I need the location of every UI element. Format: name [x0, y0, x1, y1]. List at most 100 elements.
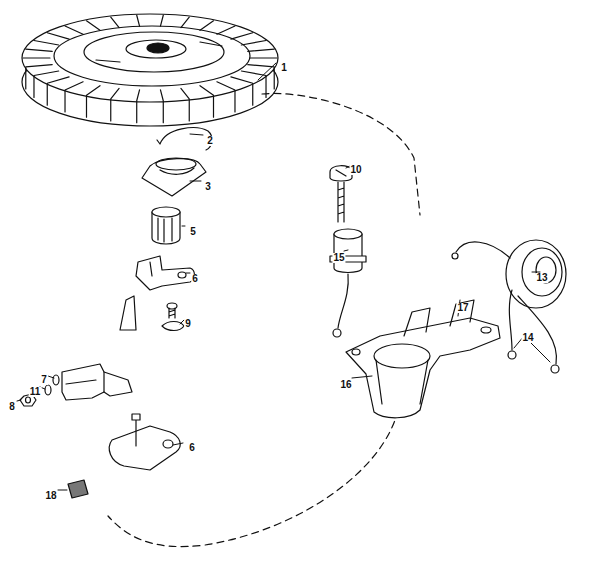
flywheel-fin	[200, 86, 214, 118]
flywheel	[22, 14, 278, 126]
flywheel-fin	[23, 15, 277, 123]
spring-wire	[157, 128, 212, 150]
base-plate	[109, 426, 180, 470]
leader-line	[186, 273, 190, 274]
callout-number: 6	[188, 443, 196, 453]
washer	[53, 375, 59, 385]
coil-bracket	[376, 360, 428, 404]
flywheel-fin	[231, 77, 253, 105]
bushing	[152, 207, 180, 244]
flywheel	[147, 43, 169, 53]
cam-cover	[142, 159, 206, 196]
ground-wire	[509, 290, 512, 350]
callout-number: 9	[184, 319, 192, 329]
callout-number: 11	[29, 387, 42, 397]
point-bracket	[62, 296, 136, 400]
leader-line	[344, 250, 348, 251]
nut	[26, 397, 31, 403]
coil-bracket	[374, 344, 430, 368]
flywheel	[126, 40, 186, 58]
screw	[338, 182, 344, 222]
felt-wick	[68, 480, 88, 498]
coil-bracket	[346, 318, 500, 418]
leader-line	[190, 181, 201, 182]
flywheel-fin	[137, 90, 140, 123]
ignition-coil	[456, 242, 510, 258]
leader-line	[190, 134, 203, 135]
callout-number: 17	[456, 303, 469, 313]
leader-line	[182, 226, 185, 227]
condenser	[338, 274, 348, 328]
bushing	[158, 218, 172, 242]
coil-bracket	[352, 349, 360, 355]
flywheel	[54, 26, 250, 86]
leader-line	[173, 443, 183, 445]
callout-number: 16	[339, 380, 352, 390]
callout-number: 8	[8, 402, 16, 412]
condenser	[334, 229, 362, 239]
leader-line	[58, 490, 67, 491]
flywheel-fin	[160, 90, 163, 123]
breaker-arm	[150, 262, 152, 276]
ground-wire	[508, 351, 516, 359]
callout-number: 1	[280, 63, 288, 73]
flywheel-fin	[65, 82, 83, 112]
flywheel-fin	[200, 21, 214, 31]
flywheel-fin	[34, 71, 59, 97]
flywheel-fin	[248, 49, 274, 51]
flywheel-fin	[47, 33, 69, 39]
flywheel-fin	[217, 82, 235, 112]
ground-wire	[551, 365, 559, 373]
washer	[45, 385, 51, 395]
condenser	[333, 329, 341, 337]
flywheel-fin	[181, 88, 189, 120]
ground-wire	[518, 296, 557, 364]
flywheel-fin	[111, 88, 119, 120]
callout-number: 10	[349, 165, 362, 175]
base-plate	[109, 414, 180, 470]
cam-cover	[160, 168, 194, 174]
point-bracket	[120, 296, 136, 330]
callout-number: 15	[332, 253, 345, 263]
leader-line	[258, 63, 276, 80]
coil-bracket	[481, 327, 491, 333]
screw	[169, 308, 175, 318]
flywheel	[22, 14, 278, 102]
flywheel-fin	[26, 49, 52, 51]
flywheel-fin	[217, 26, 235, 34]
flywheel	[84, 32, 224, 72]
screw	[336, 170, 346, 176]
ignition-coil	[506, 240, 566, 308]
point-bracket	[62, 364, 104, 400]
flywheel-fin	[26, 65, 52, 89]
ignition-coil	[536, 257, 556, 283]
ignition-coil	[522, 248, 562, 296]
flywheel-fin	[47, 77, 69, 105]
flywheel	[96, 42, 222, 62]
flywheel-fin	[87, 86, 101, 118]
flywheel-fin	[160, 15, 163, 26]
callout-number: 7	[40, 375, 48, 385]
flywheel-fin	[137, 15, 140, 26]
assembly-line	[108, 410, 398, 547]
base-plate	[132, 414, 140, 446]
callout-number: 6	[191, 274, 199, 284]
cam-cover	[156, 158, 196, 170]
flywheel-fin	[181, 17, 189, 27]
point-bracket	[104, 372, 132, 396]
callout-number: 2	[206, 136, 214, 146]
breaker-arm	[178, 272, 186, 278]
leader-line	[48, 376, 54, 378]
bushing	[152, 207, 180, 217]
flywheel-fin	[231, 33, 253, 39]
flywheel-fin	[87, 21, 101, 31]
callout-number: 3	[204, 182, 212, 192]
leader-line	[17, 400, 21, 401]
flywheel-fin	[250, 57, 277, 58]
breaker-arm	[136, 256, 195, 290]
point-bracket	[66, 380, 96, 384]
breaker-arm	[136, 256, 195, 290]
ignition-coil	[452, 240, 566, 308]
